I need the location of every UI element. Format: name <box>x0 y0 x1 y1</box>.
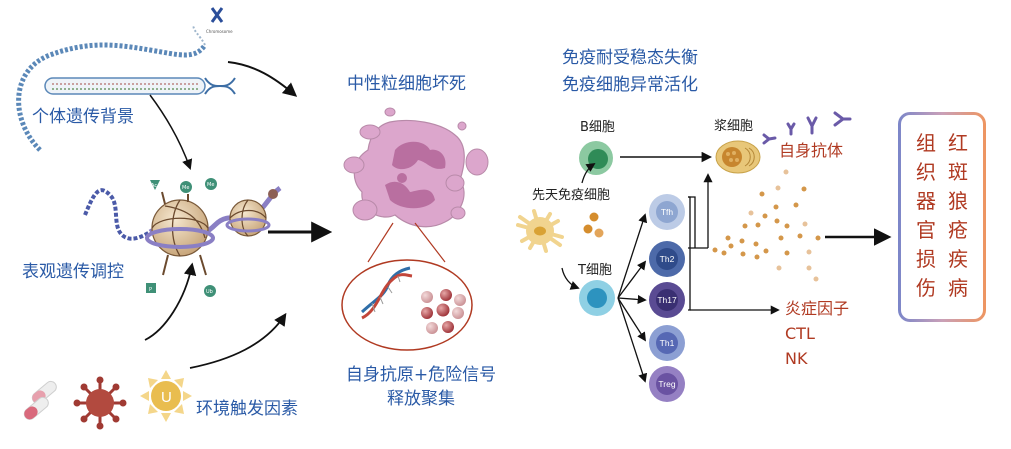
t-subset-label: Th2 <box>660 254 675 264</box>
t-subset-label: Treg <box>658 379 675 389</box>
label-inflammatory-cytokines: 炎症因子 <box>785 299 850 318</box>
outcome-char: 斑 <box>948 160 968 184</box>
pill-capsule-icon <box>23 380 57 420</box>
label-neutrophil-necrosis: 中性粒细胞坏死 <box>347 74 466 94</box>
cytokine-granules-icon <box>583 212 604 238</box>
label-t-cell: T细胞 <box>578 263 612 278</box>
t-subset-th2 <box>649 241 685 277</box>
dna-helix-icon <box>360 266 413 320</box>
uv-sun-icon: U <box>140 370 192 422</box>
t-subset-th17 <box>649 282 685 318</box>
tag-p: P <box>149 287 152 293</box>
outcome-char: 狼 <box>948 189 968 213</box>
plasma-cell-icon <box>715 140 761 174</box>
t-subset-treg <box>649 366 685 402</box>
virus-icon <box>73 376 127 430</box>
tag-me-1: Me <box>182 185 189 191</box>
outcome-sle-disease: 红 斑 狼 疮 疾 病 <box>948 129 968 319</box>
b-cell-icon <box>579 141 613 175</box>
label-environmental-triggers: 环境触发因素 <box>196 399 298 419</box>
innate-immune-cell-icon <box>516 209 564 253</box>
t-subset-label: Th1 <box>660 338 675 348</box>
arrow-environment-to-neutrophil <box>189 312 287 369</box>
arrow-environment-to-epigenetic <box>144 262 197 341</box>
outcome-box: 组 织 器 官 损 伤 红 斑 狼 疮 疾 病 <box>898 112 986 322</box>
label-nk: NK <box>785 349 808 368</box>
t-subset-label: Th17 <box>657 295 677 305</box>
nucleosome-icon: Ac Me Me P Ub <box>83 178 282 297</box>
label-epigenetic-regulation: 表观遗传调控 <box>22 262 124 282</box>
arrow-innate-to-tcell <box>561 267 580 290</box>
t-subset-label: Tfh <box>661 207 674 217</box>
cytokine-dot-cloud <box>712 169 821 282</box>
label-release-aggregation: 释放聚集 <box>387 389 455 409</box>
label-ctl: CTL <box>785 324 815 343</box>
t-cell-icon <box>579 280 615 316</box>
nucleosome-particles-icon <box>421 289 466 334</box>
dna-chromosome-icon: Chromosome <box>16 7 236 152</box>
bracket-subsets-to-plasma <box>688 173 713 249</box>
tag-ub: Ub <box>206 289 213 295</box>
outcome-char: 伤 <box>916 276 936 300</box>
label-abnormal-activation: 免疫细胞异常活化 <box>562 75 698 95</box>
uv-letter: U <box>161 389 172 406</box>
outcome-char: 病 <box>948 276 968 300</box>
arrow-genetic-to-neutrophil <box>227 61 298 97</box>
autoantibody-icon <box>762 111 852 145</box>
zoom-lens <box>341 222 473 351</box>
outcome-tissue-damage: 组 织 器 官 损 伤 <box>916 129 936 319</box>
outcome-char: 器 <box>916 189 936 213</box>
arrows-tcell-to-subsets <box>617 213 648 383</box>
bracket-subsets-to-effectors <box>688 196 780 315</box>
tag-ac: Ac <box>151 183 157 189</box>
outcome-char: 疾 <box>948 247 968 271</box>
label-autoantigen-danger-signal: 自身抗原+危险信号 <box>345 365 497 385</box>
chromosome-caption: Chromosome <box>206 29 233 34</box>
arrow-genetic-to-epigenetic <box>149 94 193 170</box>
outcome-char: 红 <box>948 131 968 155</box>
tag-me-2: Me <box>207 182 214 188</box>
label-innate-immune-cell: 先天免疫细胞 <box>532 188 611 203</box>
t-subset-th1 <box>649 325 685 361</box>
outcome-char: 疮 <box>948 218 968 242</box>
outcome-char: 织 <box>916 160 936 184</box>
label-plasma-cell: 浆细胞 <box>714 119 754 134</box>
outcome-char: 官 <box>916 218 936 242</box>
necrotic-neutrophil-icon <box>343 107 489 228</box>
label-b-cell: B细胞 <box>580 120 615 135</box>
outcome-char: 组 <box>916 131 936 155</box>
outcome-char: 损 <box>916 247 936 271</box>
t-subset-tfh <box>649 194 685 230</box>
label-autoantibody: 自身抗体 <box>779 141 844 160</box>
label-genetic-background: 个体遗传背景 <box>32 107 134 127</box>
label-tolerance-imbalance: 免疫耐受稳态失衡 <box>562 48 698 68</box>
arrow-innate-to-bcell <box>581 162 596 184</box>
